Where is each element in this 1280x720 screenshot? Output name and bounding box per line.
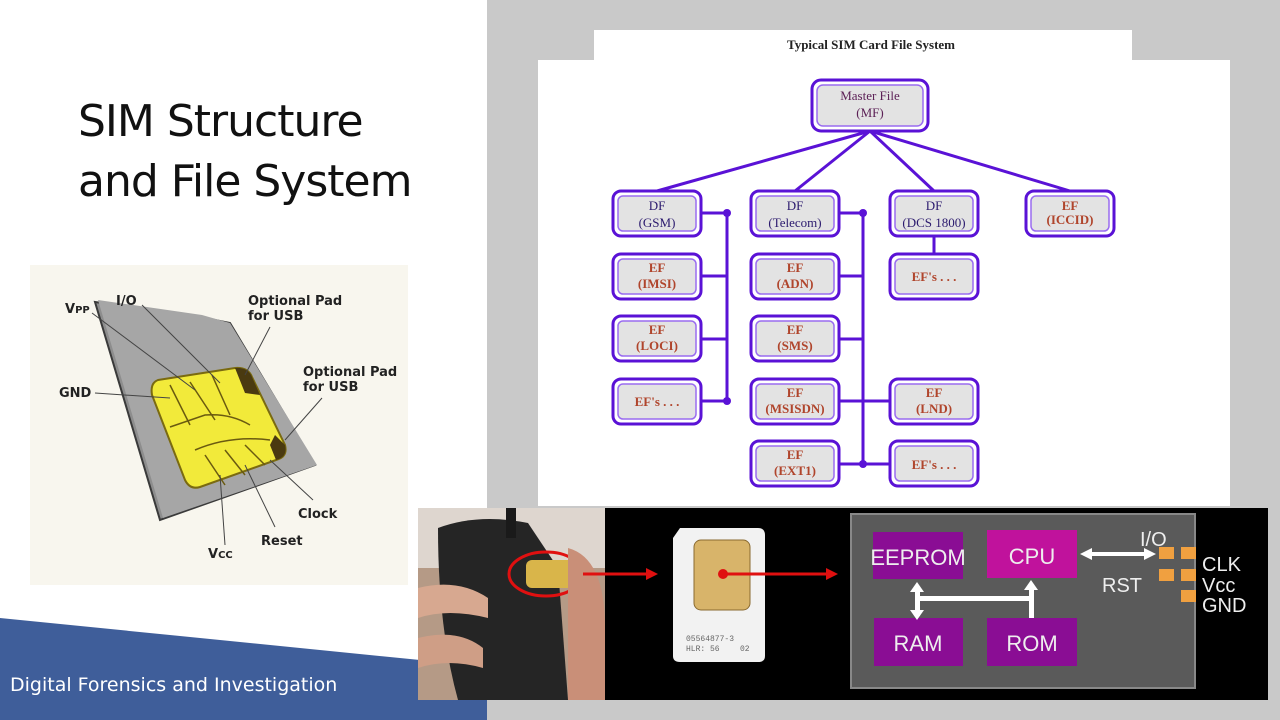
node-df-gsm: DF (GSM): [611, 189, 703, 238]
svg-text:EF's . . .: EF's . . .: [912, 269, 957, 284]
svg-text:(LND): (LND): [916, 401, 952, 416]
footer-title: Digital Forensics and Investigation: [10, 674, 338, 696]
node-ef-imsi: EF(IMSI): [611, 252, 703, 301]
sim-chip-architecture-image: 05564877-3 HLR: 56 02 EEPROM CPU RAM ROM: [418, 508, 1268, 700]
svg-text:EF: EF: [1062, 198, 1079, 213]
phone-photo: [418, 508, 605, 700]
gnd-label: GND: [1202, 595, 1246, 617]
sim-code: 02: [740, 645, 750, 654]
cpu-label: CPU: [1009, 544, 1055, 569]
clk-label: CLK: [1202, 554, 1242, 576]
label-gnd: GND: [59, 386, 92, 401]
bus-arrows: [910, 548, 1156, 620]
ram-block: [874, 618, 963, 666]
svg-text:(ADN): (ADN): [777, 276, 814, 291]
svg-text:EF: EF: [787, 447, 804, 462]
diagram-title: Typical SIM Card File System: [787, 37, 955, 52]
node-ef-lnd: EF(LND): [888, 377, 980, 426]
rom-label: ROM: [1006, 631, 1057, 656]
slide-title: SIM Structure and File System: [78, 92, 412, 212]
footer-shape: [0, 618, 487, 720]
svg-text:(MSISDN): (MSISDN): [765, 401, 824, 416]
svg-text:(SMS): (SMS): [777, 338, 812, 353]
node-ef-msisdn: EF(MSISDN): [749, 377, 841, 426]
svg-text:DF: DF: [787, 198, 804, 213]
svg-text:EF: EF: [926, 385, 943, 400]
rom-block: [987, 618, 1077, 666]
node-ef-dcs-more: EF's . . .: [888, 252, 980, 301]
node-ef-adn: EF(ADN): [749, 252, 841, 301]
vcc-label: Vcc: [1202, 575, 1235, 597]
diagram-title-tab: [594, 30, 1132, 62]
optional-pad-2: [270, 435, 286, 460]
svg-text:EF: EF: [649, 260, 666, 275]
contact-pads: [1159, 547, 1196, 602]
svg-text:EF: EF: [649, 322, 666, 337]
footer-band: [0, 618, 487, 720]
sim-number: 05564877-3: [686, 635, 734, 644]
rst-label: RST: [1102, 575, 1142, 597]
label-reset: Reset: [261, 534, 303, 549]
label-clock: Clock: [298, 507, 338, 522]
eeprom-block: [873, 532, 963, 579]
ram-label: RAM: [894, 631, 943, 656]
connector-lines: [656, 129, 1071, 468]
title-line-2: and File System: [78, 156, 412, 207]
label-vpp: VPP: [65, 302, 90, 317]
svg-text:(IMSI): (IMSI): [638, 276, 676, 291]
node-ef-ext1: EF(EXT1): [749, 439, 841, 488]
cpu-block: [987, 530, 1077, 578]
eeprom-label: EEPROM: [870, 545, 965, 570]
svg-text:DF: DF: [926, 198, 943, 213]
chip-block-diagram: EEPROM CPU RAM ROM I/O RST CLK Vcc GND: [850, 513, 1246, 689]
svg-text:EF's . . .: EF's . . .: [635, 394, 680, 409]
label-io: I/O: [116, 294, 137, 309]
svg-text:Master File: Master File: [840, 88, 900, 103]
chip-contact-lines: [169, 374, 271, 486]
svg-text:EF: EF: [787, 322, 804, 337]
node-ef-loci: EF(LOCI): [611, 314, 703, 363]
label-vcc: VCC: [208, 547, 233, 562]
svg-text:(MF): (MF): [856, 105, 883, 120]
svg-text:(ICCID): (ICCID): [1047, 212, 1094, 227]
sim-hlr: HLR: 56: [686, 645, 720, 654]
io-label: I/O: [1140, 529, 1167, 551]
node-ef-sms: EF(SMS): [749, 314, 841, 363]
svg-text:EF: EF: [787, 385, 804, 400]
node-df-telecom: DF (Telecom): [749, 189, 841, 238]
file-system-diagram: Typical SIM Card File System Master File…: [611, 37, 1116, 488]
svg-text:(EXT1): (EXT1): [774, 463, 816, 478]
svg-text:DF: DF: [649, 198, 666, 213]
svg-text:(LOCI): (LOCI): [636, 338, 678, 353]
node-df-dcs1800: DF (DCS 1800): [888, 189, 980, 238]
optional-pad-1: [235, 367, 260, 395]
node-master-file: Master File (MF): [810, 78, 930, 133]
svg-text:(DCS 1800): (DCS 1800): [902, 215, 965, 230]
sim-card-photo: 05564877-3 HLR: 56 02: [673, 528, 838, 662]
title-line-1: SIM Structure: [78, 96, 364, 147]
svg-text:EF's . . .: EF's . . .: [912, 457, 957, 472]
node-ef-iccid: EF(ICCID): [1024, 189, 1116, 238]
chip-architecture-svg: 05564877-3 HLR: 56 02 EEPROM CPU RAM ROM: [418, 508, 1246, 700]
node-ef-gsm-more: EF's . . .: [611, 377, 703, 426]
leader-lines: [91, 304, 323, 546]
svg-text:EF: EF: [787, 260, 804, 275]
svg-text:(GSM): (GSM): [639, 215, 676, 230]
svg-text:(Telecom): (Telecom): [768, 215, 821, 230]
node-ef-telecom-more: EF's . . .: [888, 439, 980, 488]
